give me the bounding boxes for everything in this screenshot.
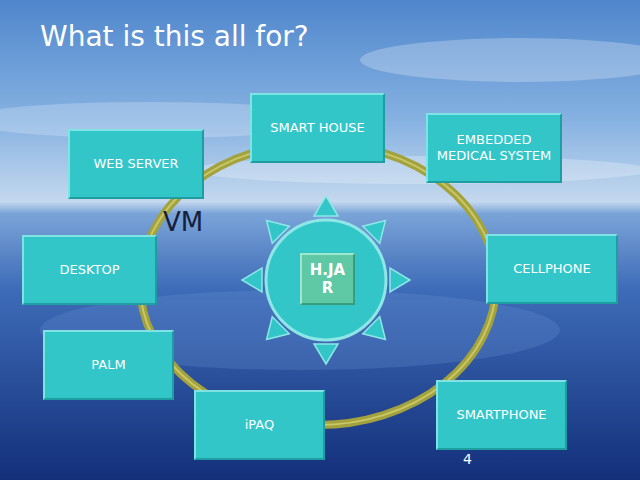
arrow-triangle: [363, 221, 386, 244]
page-number: 4: [463, 451, 472, 467]
device-box: PALM: [43, 330, 174, 400]
device-box: iPAQ: [194, 390, 325, 460]
box-label: WEB SERVER: [93, 156, 178, 172]
box-label: PALM: [91, 357, 125, 373]
device-box: SMART HOUSE: [250, 93, 385, 163]
device-box: DESKTOP: [22, 235, 157, 305]
box-label: EMBEDDED MEDICAL SYSTEM: [436, 132, 552, 165]
device-box: WEB SERVER: [68, 129, 204, 199]
box-label: SMARTPHONE: [456, 407, 546, 423]
arrow-triangle: [242, 268, 262, 292]
arrow-triangle: [363, 317, 386, 340]
arrow-triangle: [314, 196, 338, 216]
arrow-triangle: [267, 221, 290, 244]
core-box: H.JAR: [300, 253, 355, 305]
device-box: EMBEDDED MEDICAL SYSTEM: [426, 113, 562, 183]
slide-title: What is this all for?: [40, 20, 309, 53]
vm-label: VM: [163, 207, 203, 237]
arrow-triangle: [314, 344, 338, 364]
box-label: SMART HOUSE: [270, 120, 365, 136]
box-label: DESKTOP: [59, 262, 119, 278]
core-circle: [266, 220, 386, 340]
box-label: H.JAR: [306, 261, 349, 297]
arrow-triangle: [390, 268, 410, 292]
box-label: iPAQ: [245, 417, 275, 433]
device-box: CELLPHONE: [486, 234, 618, 304]
device-box: SMARTPHONE: [436, 380, 567, 450]
arrow-triangle: [267, 317, 290, 340]
arrow-triangles: [242, 196, 410, 364]
box-label: CELLPHONE: [513, 261, 591, 277]
